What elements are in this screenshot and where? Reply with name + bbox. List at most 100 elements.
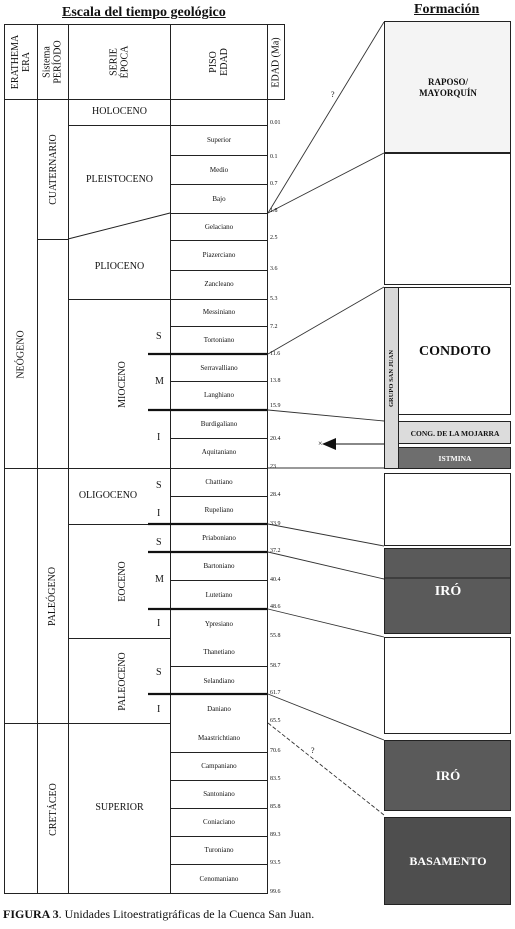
- stage: Selandiano: [203, 677, 235, 685]
- question-mark: ?: [311, 746, 315, 755]
- formation-basamento: BASAMENTO: [409, 854, 487, 868]
- age-label: 5.3: [270, 296, 278, 302]
- basamento-box: [384, 817, 511, 905]
- series-eoceno: EOCENO: [116, 561, 128, 602]
- series-mioceno: MIOCENO: [116, 360, 128, 408]
- series-holoceno: HOLOCENO: [92, 106, 147, 117]
- stage: Chattiano: [205, 478, 233, 486]
- formation-mojarra: CONG. DE LA MOJARRA: [410, 428, 500, 438]
- stage: Messiniano: [202, 308, 236, 316]
- stage: Coniaciano: [203, 818, 235, 826]
- stage: Zancleano: [204, 280, 234, 288]
- age-label: 55.8: [270, 633, 281, 639]
- eoceno-s: S: [156, 537, 162, 548]
- chart-title: Escala del tiempo geológico: [62, 5, 226, 20]
- paleoceno-i: I: [157, 704, 161, 715]
- eoceno-i: I: [157, 618, 161, 629]
- formation-iro-1: IRÓ: [434, 583, 462, 599]
- age-label: 70.6: [270, 748, 281, 754]
- stage: Gelaciano: [204, 223, 234, 231]
- header-erathema: ERATHEMA ERA: [5, 25, 37, 99]
- formation-iro-2: IRÓ: [435, 768, 461, 783]
- oligoceno-i: I: [157, 508, 161, 519]
- formation-condoto: CONDOTO: [418, 343, 492, 359]
- paleoceno-s: S: [156, 667, 162, 678]
- formation-grupo: GRUPO SAN JUAN: [388, 349, 396, 408]
- stage: Ypresiano: [204, 620, 234, 628]
- age-label: 15.9: [270, 403, 281, 409]
- formation-title: Formación: [414, 2, 480, 17]
- age-label: 37.2: [270, 548, 281, 554]
- stage: Serravalliano: [200, 364, 238, 372]
- stage: Piazerciano: [202, 251, 236, 259]
- age-label: 11.6: [270, 351, 281, 357]
- correlation-lines: [267, 21, 385, 816]
- age-label: 83.5: [270, 776, 281, 782]
- stage: Lutetiano: [205, 591, 233, 599]
- header-piso: PISO EDAD: [171, 25, 267, 99]
- header-edad: EDAD (Ma): [268, 25, 284, 99]
- figure-caption: FIGURA 3. Unidades Litoestratigráficas d…: [3, 907, 314, 922]
- empty-box-2: [384, 473, 511, 546]
- mojarra-box: [398, 421, 511, 444]
- series-oligoceno: OLIGOCENO: [78, 490, 138, 501]
- stage: Rupeliano: [204, 506, 234, 514]
- stage: Cenomaniano: [199, 875, 239, 883]
- age-label: 7.2: [270, 324, 278, 330]
- age-label: 0.01: [270, 120, 281, 126]
- question-mark: ?: [331, 90, 335, 99]
- age-label: 0.1: [270, 154, 278, 160]
- age-label: 20.4: [270, 436, 281, 442]
- formation-raposo: RAPOSO/ MAYORQUÍN: [419, 76, 477, 98]
- stage: Bartoniano: [203, 562, 235, 570]
- header-edad-text: EDAD (Ma): [270, 36, 282, 88]
- era-paleogeno: PALEÓGENO: [47, 566, 59, 626]
- age-label: 58.7: [270, 663, 281, 669]
- series-plioceno: PLIOCENO: [94, 261, 145, 272]
- stage: Burdigaliano: [200, 420, 238, 428]
- mioceno-i: I: [157, 432, 161, 443]
- istmina-box: [398, 447, 511, 469]
- age-label: 99.6: [270, 889, 281, 895]
- condoto-box: [398, 287, 511, 415]
- stage: Medio: [209, 166, 229, 174]
- empty-box-3: [384, 637, 511, 734]
- formation-istmina: ISTMINA: [438, 454, 472, 463]
- header-serie: SERIE ÉPOCA: [69, 25, 170, 99]
- stage: Santoniano: [203, 790, 235, 798]
- raposo-box: [384, 21, 511, 153]
- age-label: 40.4: [270, 577, 281, 583]
- stage: Maastrichtiano: [198, 734, 240, 742]
- age-label: 61.7: [270, 690, 281, 696]
- header-sistema: Sistema PERÍODO: [38, 25, 68, 99]
- age-label: 89.3: [270, 832, 281, 838]
- stage: Priaboniano: [202, 534, 236, 542]
- stage: Thanetiano: [203, 648, 235, 656]
- series-paleoceno: PALEOCENO: [116, 651, 128, 711]
- stage: Aquitaniano: [201, 448, 237, 456]
- age-label: 3.6: [270, 266, 278, 272]
- age-label: 23: [270, 464, 276, 470]
- oligoceno-s: S: [156, 480, 162, 491]
- stage: Tortoniano: [203, 336, 235, 344]
- iro-box-2: [384, 740, 511, 811]
- empty-box-1: [384, 153, 511, 285]
- age-label: 93.5: [270, 860, 281, 866]
- age-label: 33.9: [270, 521, 281, 527]
- age-label: 65.5: [270, 718, 281, 724]
- series-slant: [67, 212, 171, 240]
- header-erathema-text: ERATHEMA ERA: [10, 34, 33, 90]
- stage: Campaniano: [201, 762, 237, 770]
- age-label: 1.8: [270, 208, 278, 214]
- age-label: 0.7: [270, 181, 278, 187]
- era-cretaceo: CRETÁCEO: [47, 782, 59, 836]
- stage: Bajo: [212, 195, 226, 203]
- series-superior: SUPERIOR: [95, 802, 144, 813]
- age-label: 2.5: [270, 235, 278, 241]
- age-label: 85.8: [270, 804, 281, 810]
- iro-box-1: [384, 548, 511, 634]
- stage: Turoniano: [204, 846, 234, 854]
- period-cuaternario: CUATERNARIO: [47, 134, 59, 205]
- mioceno-s: S: [156, 331, 162, 342]
